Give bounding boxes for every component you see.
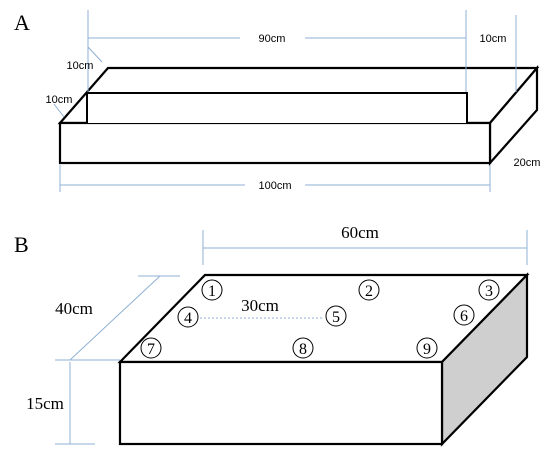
sampling-point-label: 1 bbox=[208, 283, 216, 300]
sampling-point-label: 9 bbox=[423, 341, 431, 358]
sampling-point-label: 6 bbox=[460, 308, 468, 325]
sampling-point-label: 7 bbox=[147, 341, 155, 358]
box-a-inner-groove bbox=[86, 92, 468, 123]
dim-b-40-label: 40cm bbox=[55, 299, 93, 318]
panel-a-label: A bbox=[14, 10, 30, 35]
box-a-front-face bbox=[58, 121, 492, 165]
sampling-point-8: 8 bbox=[292, 337, 314, 359]
sampling-point-1: 1 bbox=[201, 279, 223, 301]
dim-a-20-label: 20cm bbox=[514, 157, 541, 169]
sampling-point-label: 4 bbox=[184, 310, 192, 327]
sampling-point-9: 9 bbox=[416, 337, 438, 359]
sampling-point-7: 7 bbox=[140, 337, 162, 359]
dim-a-10-left-top-label: 10cm bbox=[67, 60, 94, 72]
dim-b-15-label: 15cm bbox=[26, 394, 64, 413]
sampling-point-3: 3 bbox=[478, 279, 500, 301]
dim-a-10-left-bottom-line bbox=[53, 103, 65, 118]
sampling-point-label: 2 bbox=[365, 283, 373, 300]
dim-b-60-label: 60cm bbox=[341, 223, 379, 242]
sampling-point-label: 8 bbox=[299, 341, 307, 358]
sampling-point-6: 6 bbox=[453, 304, 475, 326]
panel-b-label: B bbox=[14, 232, 29, 257]
sampling-point-4: 4 bbox=[177, 306, 199, 328]
dim-a-100-label: 100cm bbox=[258, 180, 291, 192]
sampling-point-label: 3 bbox=[485, 283, 493, 300]
sampling-point-5: 5 bbox=[325, 305, 347, 327]
dim-a-90-label: 90cm bbox=[259, 33, 286, 45]
sampling-point-label: 5 bbox=[332, 309, 340, 326]
dim-a-10-left-top-line bbox=[87, 46, 103, 63]
dim-a-10-right-label: 10cm bbox=[480, 33, 507, 45]
sampling-point-2: 2 bbox=[358, 279, 380, 301]
dim-a-10-left-bottom-label: 10cm bbox=[46, 94, 73, 106]
dim-b-40-line bbox=[69, 275, 161, 361]
dim-b-30-label: 30cm bbox=[241, 296, 279, 315]
box-b-front-face bbox=[118, 360, 444, 446]
